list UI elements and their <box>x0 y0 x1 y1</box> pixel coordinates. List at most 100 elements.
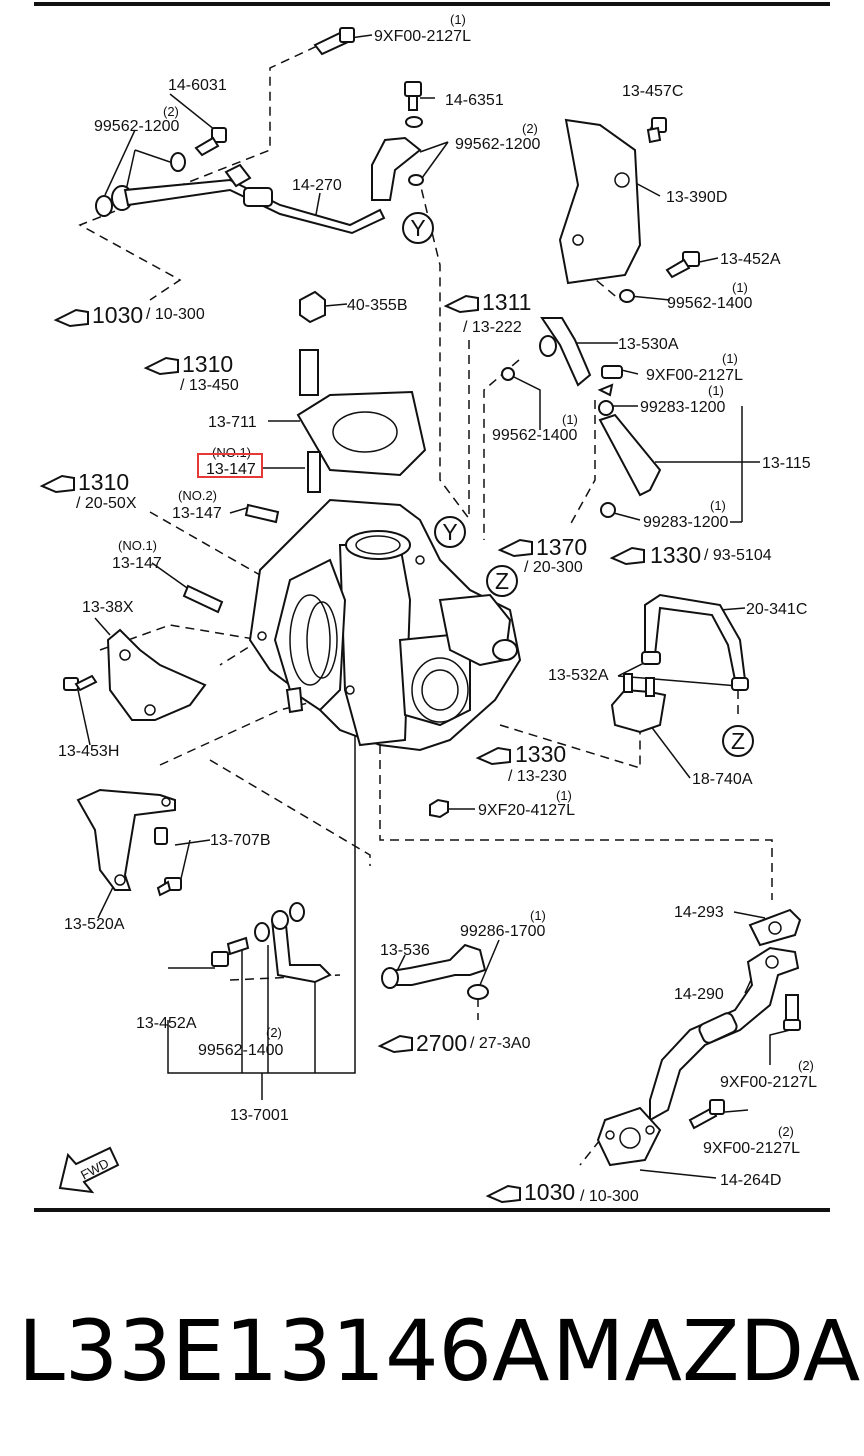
svg-text:1310: 1310 <box>182 351 233 377</box>
pointing-hand-icon <box>377 1034 413 1054</box>
y-marker-mid-letter: Y <box>442 519 457 545</box>
label-13-147-no2: 13-147 <box>172 505 222 522</box>
y-marker-mid <box>434 516 466 548</box>
ref-1330-b: 1330 / 13-230 <box>475 741 567 785</box>
label-13-707B: 13-707B <box>210 832 271 849</box>
oil-return-hose-drawing <box>501 317 662 518</box>
oil-drain-pipe-13-7001-drawing <box>254 902 332 984</box>
heat-shield-13-38X-drawing <box>106 628 207 721</box>
label-13-520A: 13-520A <box>64 916 125 933</box>
bolt-9XF00-2127L-b2-drawing <box>688 1099 725 1130</box>
label-99283-1200-a: 99283-1200 <box>640 399 726 416</box>
qty-9XF00-2127L-b1: (2) <box>798 1058 814 1073</box>
bolt-13-452A-top-drawing <box>665 251 700 279</box>
reference-callouts: 1030 / 10-300 1311 / 13-222 1310 / 13-45… <box>39 289 772 1205</box>
label-99562-1400-center: 99562-1400 <box>492 427 578 444</box>
label-9XF00-2127L-b2: 9XF00-2127L <box>703 1140 800 1157</box>
bolt-14-6351-drawing <box>404 81 423 128</box>
label-18-740A: 18-740A <box>692 771 753 788</box>
svg-text:/ 10-300: / 10-300 <box>146 306 205 323</box>
brand-name: MAZDA <box>552 1302 861 1400</box>
y-marker-top <box>402 212 434 244</box>
label-no1-highlight: (NO.1) <box>212 445 251 460</box>
qty-99562-1400-center: (1) <box>562 412 578 427</box>
z-marker-mid-letter: Z <box>495 568 509 594</box>
label-13-530A: 13-530A <box>618 336 679 353</box>
label-13-147-left: 13-147 <box>112 555 162 572</box>
label-20-341C: 20-341C <box>746 601 807 618</box>
fwd-arrow-icon <box>58 1146 120 1194</box>
svg-text:1311: 1311 <box>482 289 531 315</box>
label-13-457C: 13-457C <box>622 83 683 100</box>
part-number-title: L33E13146A <box>18 1302 550 1400</box>
pointing-hand-icon <box>53 308 89 328</box>
stud-no1-left-drawing <box>182 584 224 614</box>
label-9XF20-4127L: 9XF20-4127L <box>478 802 575 819</box>
svg-text:1030: 1030 <box>524 1179 575 1205</box>
label-99562-1200-left: 99562-1200 <box>94 118 180 135</box>
bolt-9XF00-2127L-b1-drawing <box>783 994 801 1031</box>
label-14-270: 14-270 <box>292 177 342 194</box>
label-14-6031: 14-6031 <box>168 77 227 94</box>
z-marker-mid <box>486 565 518 597</box>
qty-99283-1200-a: (1) <box>708 383 724 398</box>
heat-shield-13-390D-drawing <box>558 118 642 285</box>
label-13-452A-top: 13-452A <box>720 251 781 268</box>
label-13-532A: 13-532A <box>548 667 609 684</box>
svg-text:/ 27-3A0: / 27-3A0 <box>470 1035 531 1052</box>
svg-text:/ 13-222: / 13-222 <box>463 319 522 336</box>
pointing-hand-icon <box>443 294 479 314</box>
label-99562-1200-right: 99562-1200 <box>455 136 541 153</box>
label-14-293: 14-293 <box>674 904 724 921</box>
pointing-hand-icon <box>39 474 75 494</box>
bolt-13-453H-drawing <box>63 674 98 692</box>
ref-1311: 1311 / 13-222 <box>443 289 531 336</box>
label-99562-1400-right: 99562-1400 <box>667 295 753 312</box>
label-9XF00-2127L-b1: 9XF00-2127L <box>720 1074 817 1091</box>
ref-1370: 1370 / 20-300 <box>497 534 587 576</box>
bolts-13-707B-drawing <box>154 827 182 897</box>
nut-40-355B-drawing <box>299 290 326 324</box>
qty-99283-1200-b: (1) <box>710 498 726 513</box>
egr-pipe-14-290-drawing <box>649 946 800 1122</box>
pointing-hand-icon <box>497 538 533 558</box>
label-13-38X: 13-38X <box>82 599 134 616</box>
label-13-453H: 13-453H <box>58 743 119 760</box>
label-13-115: 13-115 <box>762 455 811 472</box>
nut-9XF20-4127L-drawing <box>429 798 449 819</box>
svg-text:/ 20-50X: / 20-50X <box>76 495 137 512</box>
qty-99286-1700: (1) <box>530 908 546 923</box>
pointing-hand-icon <box>485 1184 521 1204</box>
gasket-13-711-drawing <box>296 390 427 477</box>
label-9XF00-2127L-mid: 9XF00-2127L <box>646 367 743 384</box>
z-marker-right <box>722 725 754 757</box>
oil-return-pipe-13-536-drawing <box>381 943 489 1000</box>
label-99562-1400-bottom: 99562-1400 <box>198 1042 284 1059</box>
label-no1-left: (NO.1) <box>118 538 157 553</box>
label-13-711: 13-711 <box>208 414 257 431</box>
z-marker-right-letter: Z <box>731 728 745 754</box>
oil-banjo-fitting-drawing <box>371 136 424 201</box>
qty-99562-1400-bottom: (2) <box>266 1025 282 1040</box>
label-14-290: 14-290 <box>674 986 724 1003</box>
oil-feed-pipe-drawing <box>95 152 386 235</box>
label-no2: (NO.2) <box>178 488 217 503</box>
label-13-536: 13-536 <box>380 942 430 959</box>
svg-text:/ 10-300: / 10-300 <box>580 1188 639 1205</box>
qty-99562-1400-right: (1) <box>732 280 748 295</box>
ref-1330-a: 1330 / 93-5104 <box>609 542 772 568</box>
svg-text:/ 13-230: / 13-230 <box>508 768 567 785</box>
turbocharger-body-drawing <box>248 498 522 752</box>
qty-99562-1200-right: (2) <box>522 121 538 136</box>
bolt-13-452A-bottom-drawing <box>211 936 250 967</box>
label-13-7001: 13-7001 <box>230 1107 289 1124</box>
flange-14-264D-drawing <box>596 1106 662 1167</box>
svg-text:1370: 1370 <box>536 534 587 560</box>
qty-9XF00-2127L-top: (1) <box>450 12 466 27</box>
bolt-13-457C-drawing <box>646 117 667 144</box>
label-13-452A-bottom: 13-452A <box>136 1015 197 1032</box>
y-marker-top-letter: Y <box>410 215 425 241</box>
pointing-hand-icon <box>143 356 179 376</box>
highlight-box <box>197 453 263 478</box>
